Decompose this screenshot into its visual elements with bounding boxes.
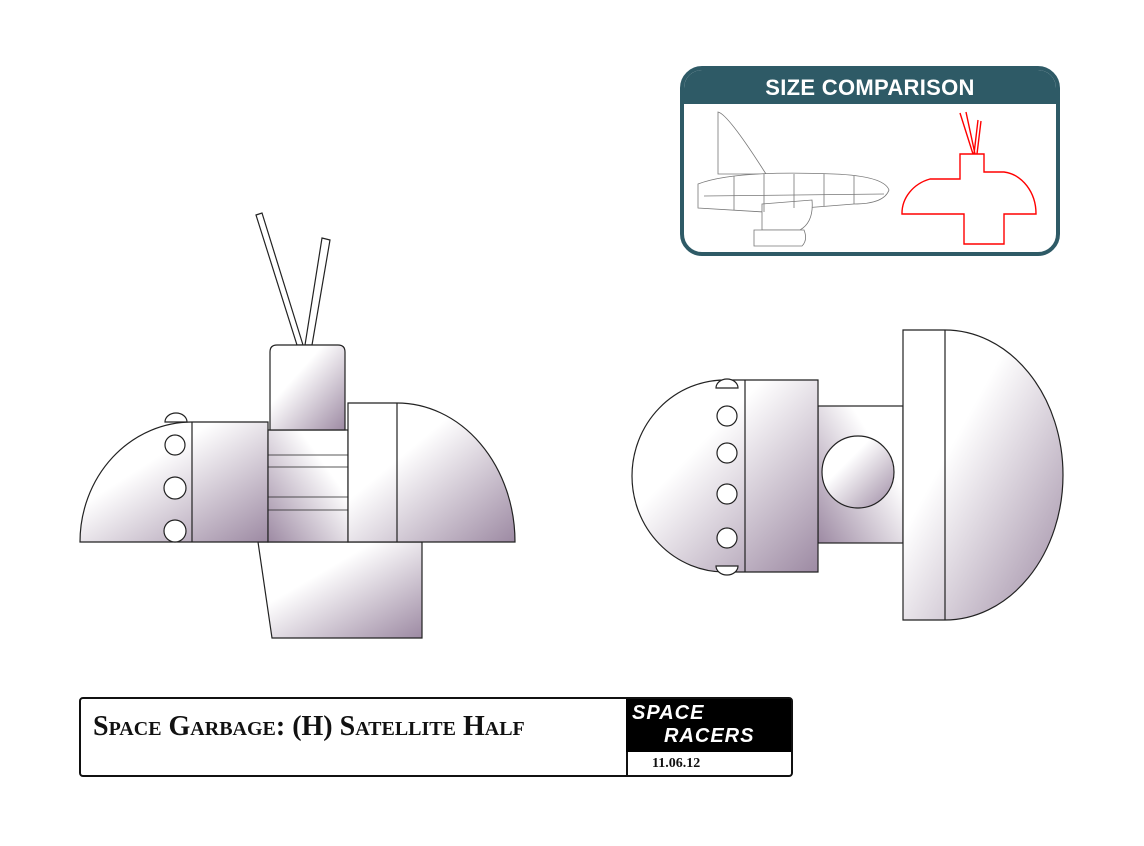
bump: [715, 565, 739, 576]
top-view: [631, 329, 1064, 621]
space-racers-logo: SPACE RACERS: [626, 699, 791, 752]
satellite-outline: [901, 111, 1037, 245]
logo-line-2: RACERS: [664, 725, 755, 747]
size-comparison-header: SIZE COMPARISON: [684, 70, 1056, 104]
port: [716, 527, 738, 549]
port: [163, 476, 187, 500]
antenna-left: [255, 212, 304, 346]
bottom-base: [257, 541, 423, 639]
size-comparison-panel: SIZE COMPARISON: [680, 66, 1060, 256]
center-block: [267, 429, 349, 543]
shuttle-wireframe: [697, 111, 890, 247]
antenna-right: [304, 237, 331, 346]
title-block: Space Garbage: (H) Satellite Half SPACE …: [79, 697, 793, 777]
top-cylinder: [269, 344, 346, 431]
port: [163, 519, 187, 543]
left-dome-top: [631, 379, 819, 573]
bump: [715, 378, 739, 389]
side-view: [79, 212, 516, 639]
port: [716, 483, 738, 505]
right-dome: [347, 402, 516, 543]
port: [716, 442, 738, 464]
sheet-title: Space Garbage: (H) Satellite Half: [93, 711, 525, 742]
sheet-date: 11.06.12: [626, 752, 791, 775]
size-comparison-drawings: [697, 111, 1037, 247]
port: [716, 405, 738, 427]
big-half-disk: [902, 329, 1064, 621]
logo-line-1: SPACE: [632, 702, 705, 724]
port: [164, 434, 186, 456]
connector-hole: [821, 435, 895, 509]
bump: [164, 412, 188, 423]
